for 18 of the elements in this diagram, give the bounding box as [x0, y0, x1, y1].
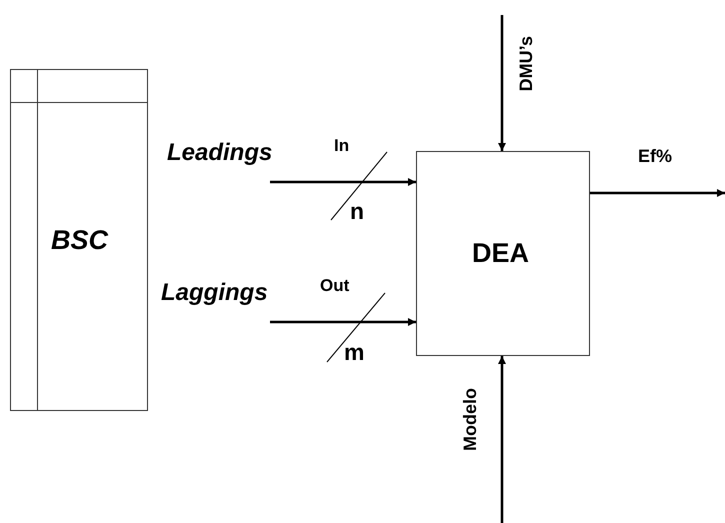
edge-label: DMU’s — [517, 36, 535, 92]
node-label: DEA — [472, 240, 530, 267]
arrow — [270, 178, 416, 186]
edge-label: Modelo — [461, 388, 479, 451]
arrow — [498, 15, 506, 151]
arrow — [270, 318, 416, 326]
node-label: BSC — [51, 227, 108, 254]
process-box — [416, 151, 590, 356]
arrow — [498, 356, 506, 523]
bus-width-label: Out — [320, 277, 350, 294]
bus-width-label: m — [344, 341, 364, 364]
process-box — [10, 69, 148, 411]
arrow — [590, 189, 725, 197]
edge-label: Laggings — [161, 281, 268, 305]
edge-label: Ef% — [638, 147, 672, 165]
bus-width-label: In — [334, 137, 350, 154]
bus-width-label: n — [350, 200, 364, 223]
edge-label: Leadings — [167, 141, 272, 165]
